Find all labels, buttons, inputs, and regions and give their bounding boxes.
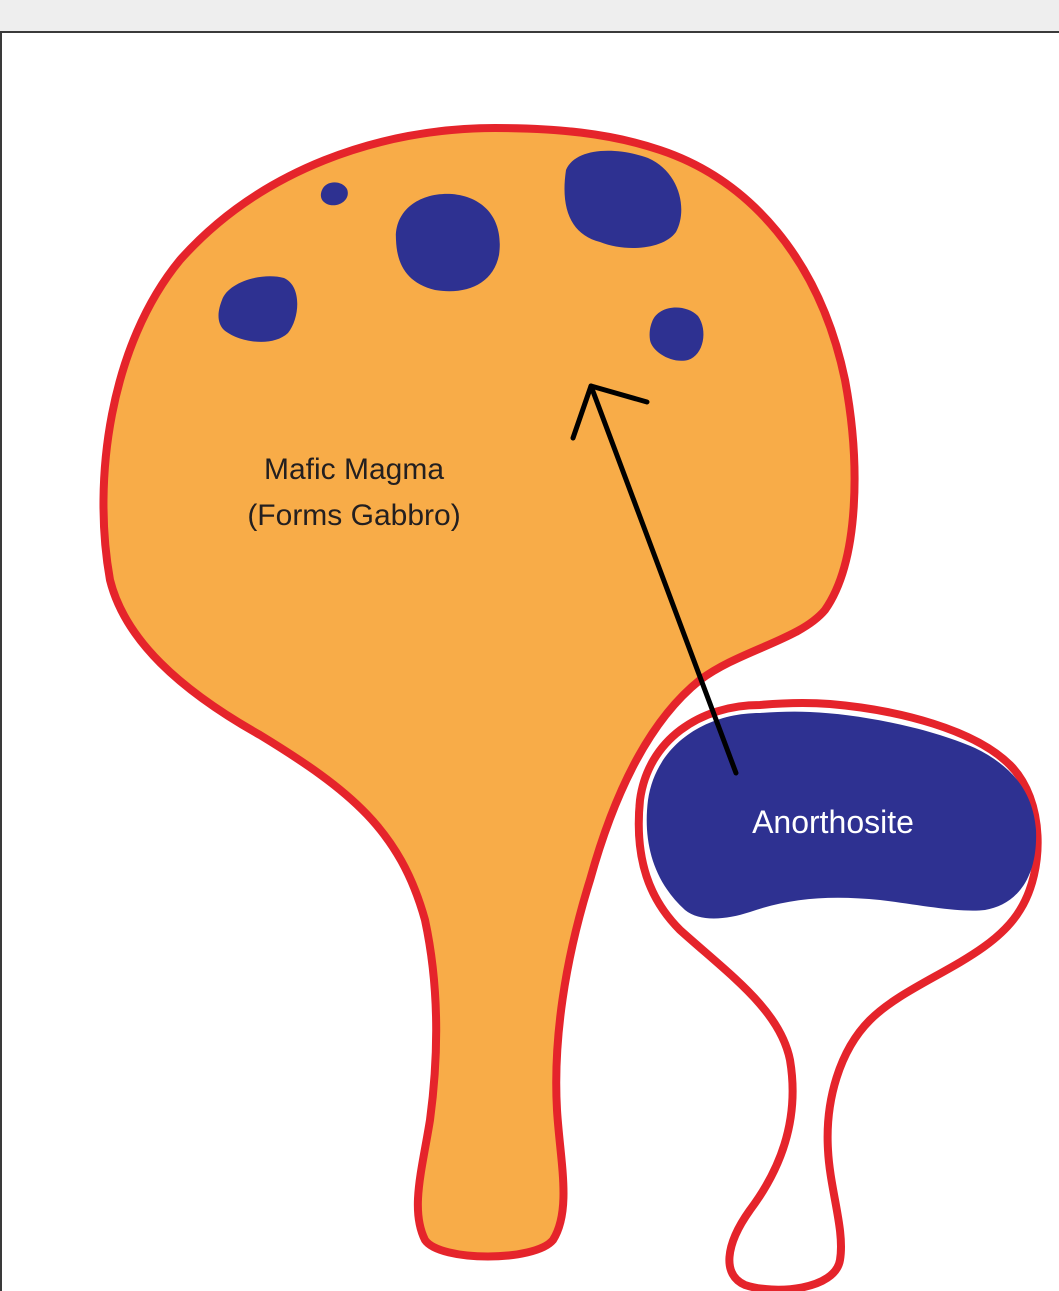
crystal-blob-3 [396,194,500,291]
mafic-magma-chamber [103,128,854,1257]
mafic-magma-label-line2: (Forms Gabbro) [247,499,460,532]
anorthosite-label: Anorthosite [752,804,914,840]
mafic-magma-label-line1: Mafic Magma [264,453,444,486]
